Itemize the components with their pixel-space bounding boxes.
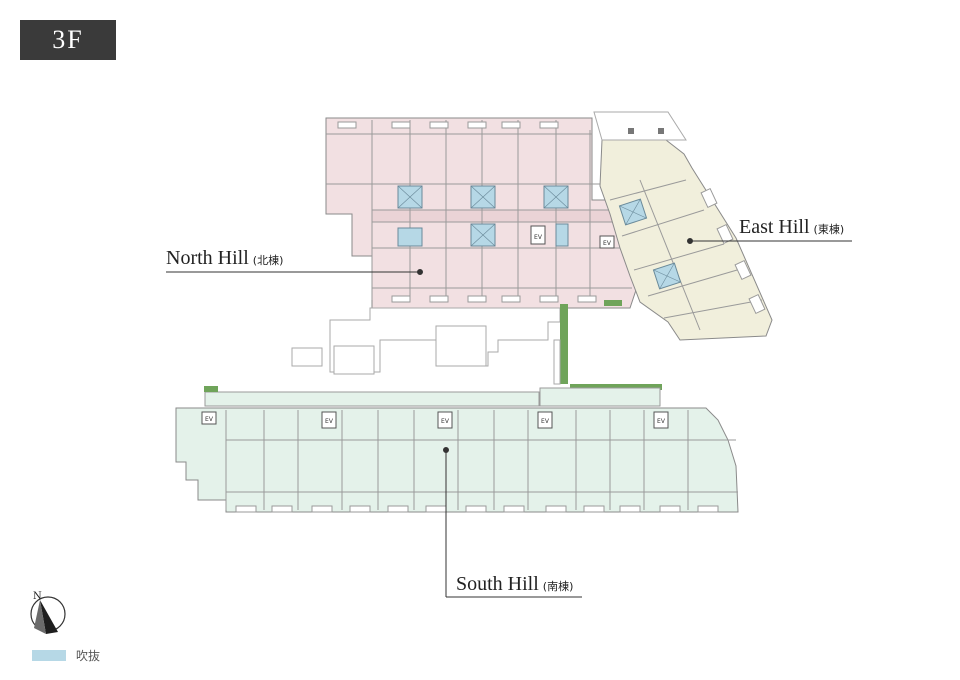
ev-label-north-1: EV	[534, 234, 543, 241]
ev-label-south-2: EV	[325, 418, 334, 425]
south-hill-building: EV EV EV EV EV	[175, 386, 739, 513]
north-hill-building: EV EV	[325, 117, 637, 309]
void-swatch	[32, 650, 66, 661]
legend: 吹抜	[32, 647, 100, 664]
ev-label-south-5: EV	[657, 418, 666, 425]
north-hill-name: North Hill	[166, 247, 249, 269]
east-hill-jp: (東棟)	[813, 223, 845, 236]
ev-label-south-3: EV	[441, 418, 450, 425]
floor-label: 3F	[52, 25, 84, 54]
void-north-6	[555, 223, 569, 247]
east-hill-name: East Hill	[739, 216, 810, 238]
ev-label-south-4: EV	[541, 418, 550, 425]
north-hill-jp: (北棟)	[252, 254, 284, 267]
floor-badge: 3F	[20, 20, 116, 60]
leader-lines	[166, 238, 852, 598]
north-hill-label: North Hill (北棟)	[166, 247, 283, 270]
void-legend-label: 吹抜	[76, 649, 101, 663]
south-hill-name: South Hill	[456, 573, 539, 595]
compass-north-label: N	[33, 591, 42, 602]
terrace-outline	[291, 307, 561, 375]
ev-label-north-2: EV	[603, 240, 612, 247]
green-planting	[553, 304, 662, 390]
east-hill-outline	[599, 139, 773, 341]
south-hill-label: South Hill (南棟)	[456, 573, 573, 596]
south-hill-jp: (南棟)	[542, 580, 574, 593]
void-north-4	[397, 227, 423, 247]
compass: N	[30, 591, 66, 634]
east-hill-label: East Hill (東棟)	[739, 216, 844, 239]
east-hill-building	[593, 111, 773, 341]
ev-label-south-1: EV	[205, 416, 214, 423]
